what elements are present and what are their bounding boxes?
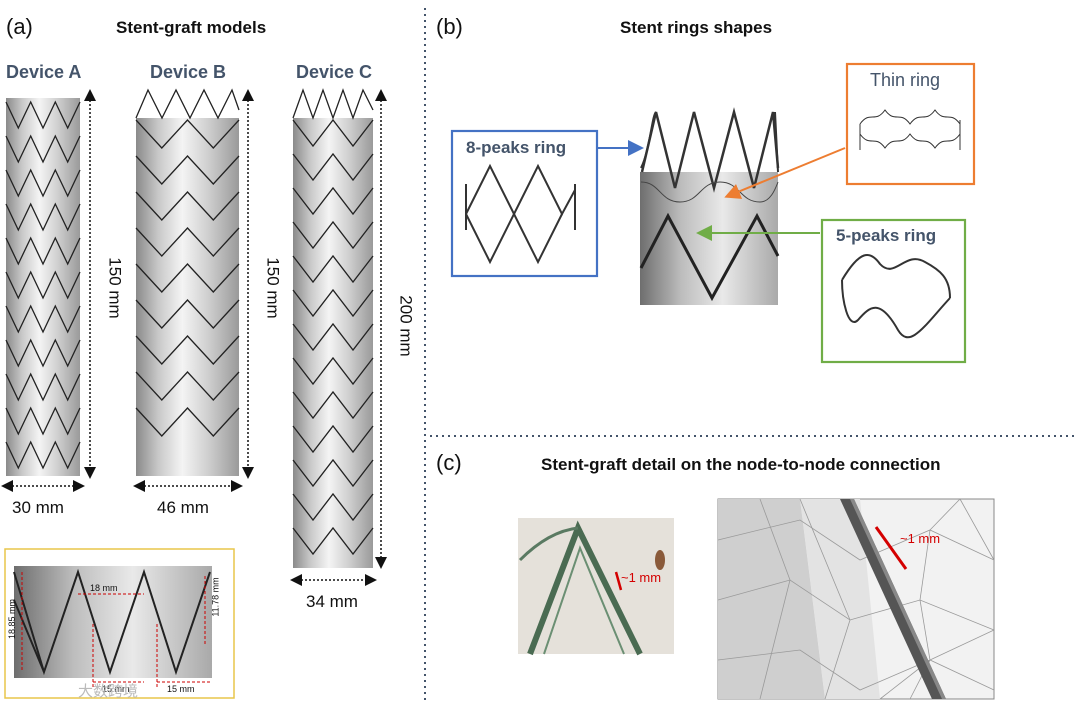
stent-ring xyxy=(5,100,81,130)
five-peaks-box xyxy=(820,218,967,364)
device-a-label: Device A xyxy=(6,62,82,82)
stent-ring xyxy=(135,371,240,401)
detail-inner-height: 11.78 mm xyxy=(210,577,221,617)
stent-ring xyxy=(292,152,374,182)
stent-ring xyxy=(292,356,374,386)
stent-ring xyxy=(135,119,240,149)
stent-crown xyxy=(135,88,240,120)
stent-ring xyxy=(292,390,374,420)
stent-ring xyxy=(135,227,240,257)
stent-ring xyxy=(5,440,81,470)
stent-ring xyxy=(292,492,374,522)
device-c-diameter: 34 mm xyxy=(306,592,358,611)
stent-ring xyxy=(5,338,81,368)
ring-shapes-cylinder xyxy=(639,107,780,305)
stent-ring xyxy=(292,186,374,216)
stent-ring xyxy=(292,220,374,250)
device-c-label: Device C xyxy=(296,62,373,82)
device-b-cylinder xyxy=(135,88,240,476)
stent-ring xyxy=(135,191,240,221)
detail-peak-spacing: 18 mm xyxy=(90,583,118,593)
stent-ring xyxy=(5,236,81,266)
stent-ring xyxy=(5,372,81,402)
device-a-diameter: 30 mm xyxy=(12,498,64,517)
panel-c-label: (c) xyxy=(436,450,462,475)
node-connection-photo xyxy=(518,518,674,656)
mesh-annotation: ~1 mm xyxy=(900,531,941,546)
stent-ring xyxy=(292,458,374,488)
stent-ring xyxy=(292,526,374,556)
stent-ring xyxy=(135,263,240,293)
stent-ring xyxy=(5,202,81,232)
node-connection-mesh xyxy=(717,498,995,700)
panel-b-title: Stent rings shapes xyxy=(620,18,773,37)
panel-a-label: (a) xyxy=(6,14,33,39)
thin-ring-label: Thin ring xyxy=(870,70,941,90)
device-c-cylinder xyxy=(292,88,374,568)
stent-ring xyxy=(135,407,240,437)
device-b-length: 150 mm xyxy=(263,257,283,319)
stent-ring xyxy=(292,254,374,284)
stent-ring xyxy=(292,288,374,318)
stent-ring xyxy=(135,335,240,365)
device-c-length: 200 mm xyxy=(396,295,416,357)
photo-annotation: ~1 mm xyxy=(621,570,662,585)
stent-ring xyxy=(135,299,240,329)
eight-peaks-box xyxy=(450,129,599,278)
stent-ring xyxy=(292,322,374,352)
panel-b-label: (b) xyxy=(436,14,463,39)
stent-ring xyxy=(5,134,81,164)
stent-ring xyxy=(135,155,240,185)
detail-peak-height: 18.85 mm xyxy=(7,598,18,640)
device-b-diameter: 46 mm xyxy=(157,498,209,517)
panel-c-title: Stent-graft detail on the node-to-node c… xyxy=(541,455,941,474)
stent-ring xyxy=(5,406,81,436)
five-peaks-label: 5-peaks ring xyxy=(836,226,937,245)
device-a-cylinder xyxy=(5,98,81,476)
panel-a-title: Stent-graft models xyxy=(116,18,267,37)
watermark: 大数跨境 xyxy=(78,683,139,700)
eight-peaks-label: 8-peaks ring xyxy=(466,138,567,157)
device-a-length: 150 mm xyxy=(105,257,125,319)
stent-ring xyxy=(5,304,81,334)
detail-gap-1: 15 mm xyxy=(102,684,130,694)
stent-crown xyxy=(292,88,374,120)
stent-ring xyxy=(5,270,81,300)
stent-ring xyxy=(292,118,374,148)
stent-ring xyxy=(5,168,81,198)
detail-gap-2: 15 mm xyxy=(167,684,195,694)
stent-ring xyxy=(292,424,374,454)
device-b-label: Device B xyxy=(150,62,227,82)
